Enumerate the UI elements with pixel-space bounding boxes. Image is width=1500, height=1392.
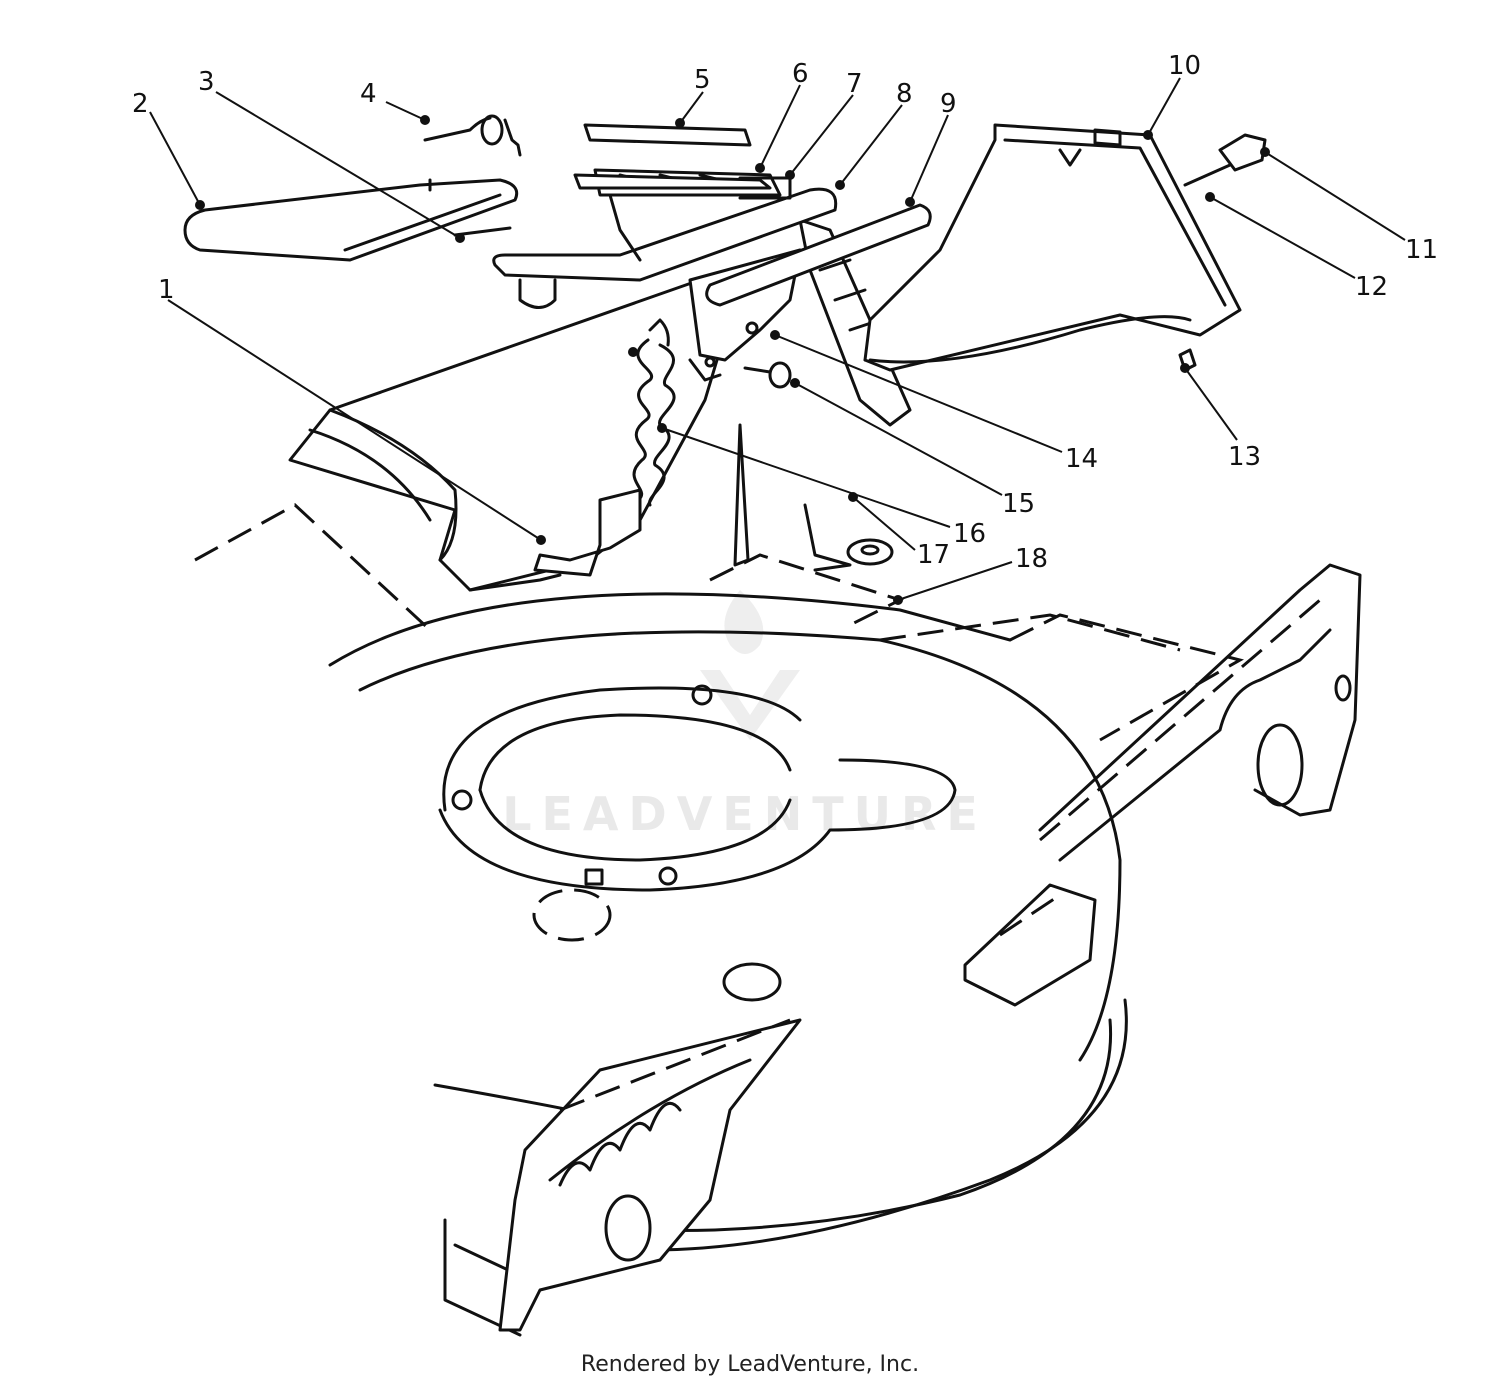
callout-6: 6	[792, 59, 809, 89]
part-2-handle-bracket	[183, 178, 519, 262]
callout-16: 16	[953, 519, 986, 549]
watermark-text: LEADVENTURE	[502, 787, 988, 841]
callout-8: 8	[896, 79, 913, 109]
part-15-bolt	[743, 361, 792, 389]
part-4-torsion-spring	[423, 114, 522, 157]
callout-4: 4	[360, 79, 377, 109]
callout-15: 15	[1002, 489, 1035, 519]
callout-2: 2	[132, 89, 149, 119]
callout-9: 9	[940, 89, 957, 119]
callout-5: 5	[694, 65, 711, 95]
part-16-spring	[533, 318, 676, 577]
part-10-chute-cover	[863, 123, 1242, 372]
callout-7: 7	[846, 69, 863, 99]
callout-10: 10	[1168, 51, 1201, 81]
credit-line: Rendered by LeadVenture, Inc.	[580, 1352, 920, 1377]
callout-14: 14	[1065, 444, 1098, 474]
leader-lines	[149, 77, 1406, 605]
callouts: 1 2 3 4 5 6 7 8 9 10 11 12 13 14 15 16 1…	[132, 51, 1438, 574]
part-5-pad	[583, 123, 752, 147]
callout-18: 18	[1015, 544, 1048, 574]
part-9-tube	[705, 203, 932, 307]
part-17-washer	[846, 538, 894, 566]
callout-1: 1	[158, 275, 175, 305]
callout-11: 11	[1405, 235, 1438, 265]
callout-3: 3	[198, 67, 215, 97]
callout-12: 12	[1355, 272, 1388, 302]
callout-13: 13	[1228, 442, 1261, 472]
front-height-adjuster	[498, 1018, 802, 1332]
callout-17: 17	[917, 540, 950, 570]
part-6-7-pivot	[573, 168, 792, 262]
watermark: LEADVENTURE	[502, 590, 988, 841]
part-18-bracket	[709, 423, 904, 627]
engine-mount-ring	[438, 684, 957, 892]
rear-height-adjuster	[1009, 563, 1362, 862]
mower-deck	[194, 503, 1181, 1337]
part-8-handle-rod	[492, 187, 838, 309]
